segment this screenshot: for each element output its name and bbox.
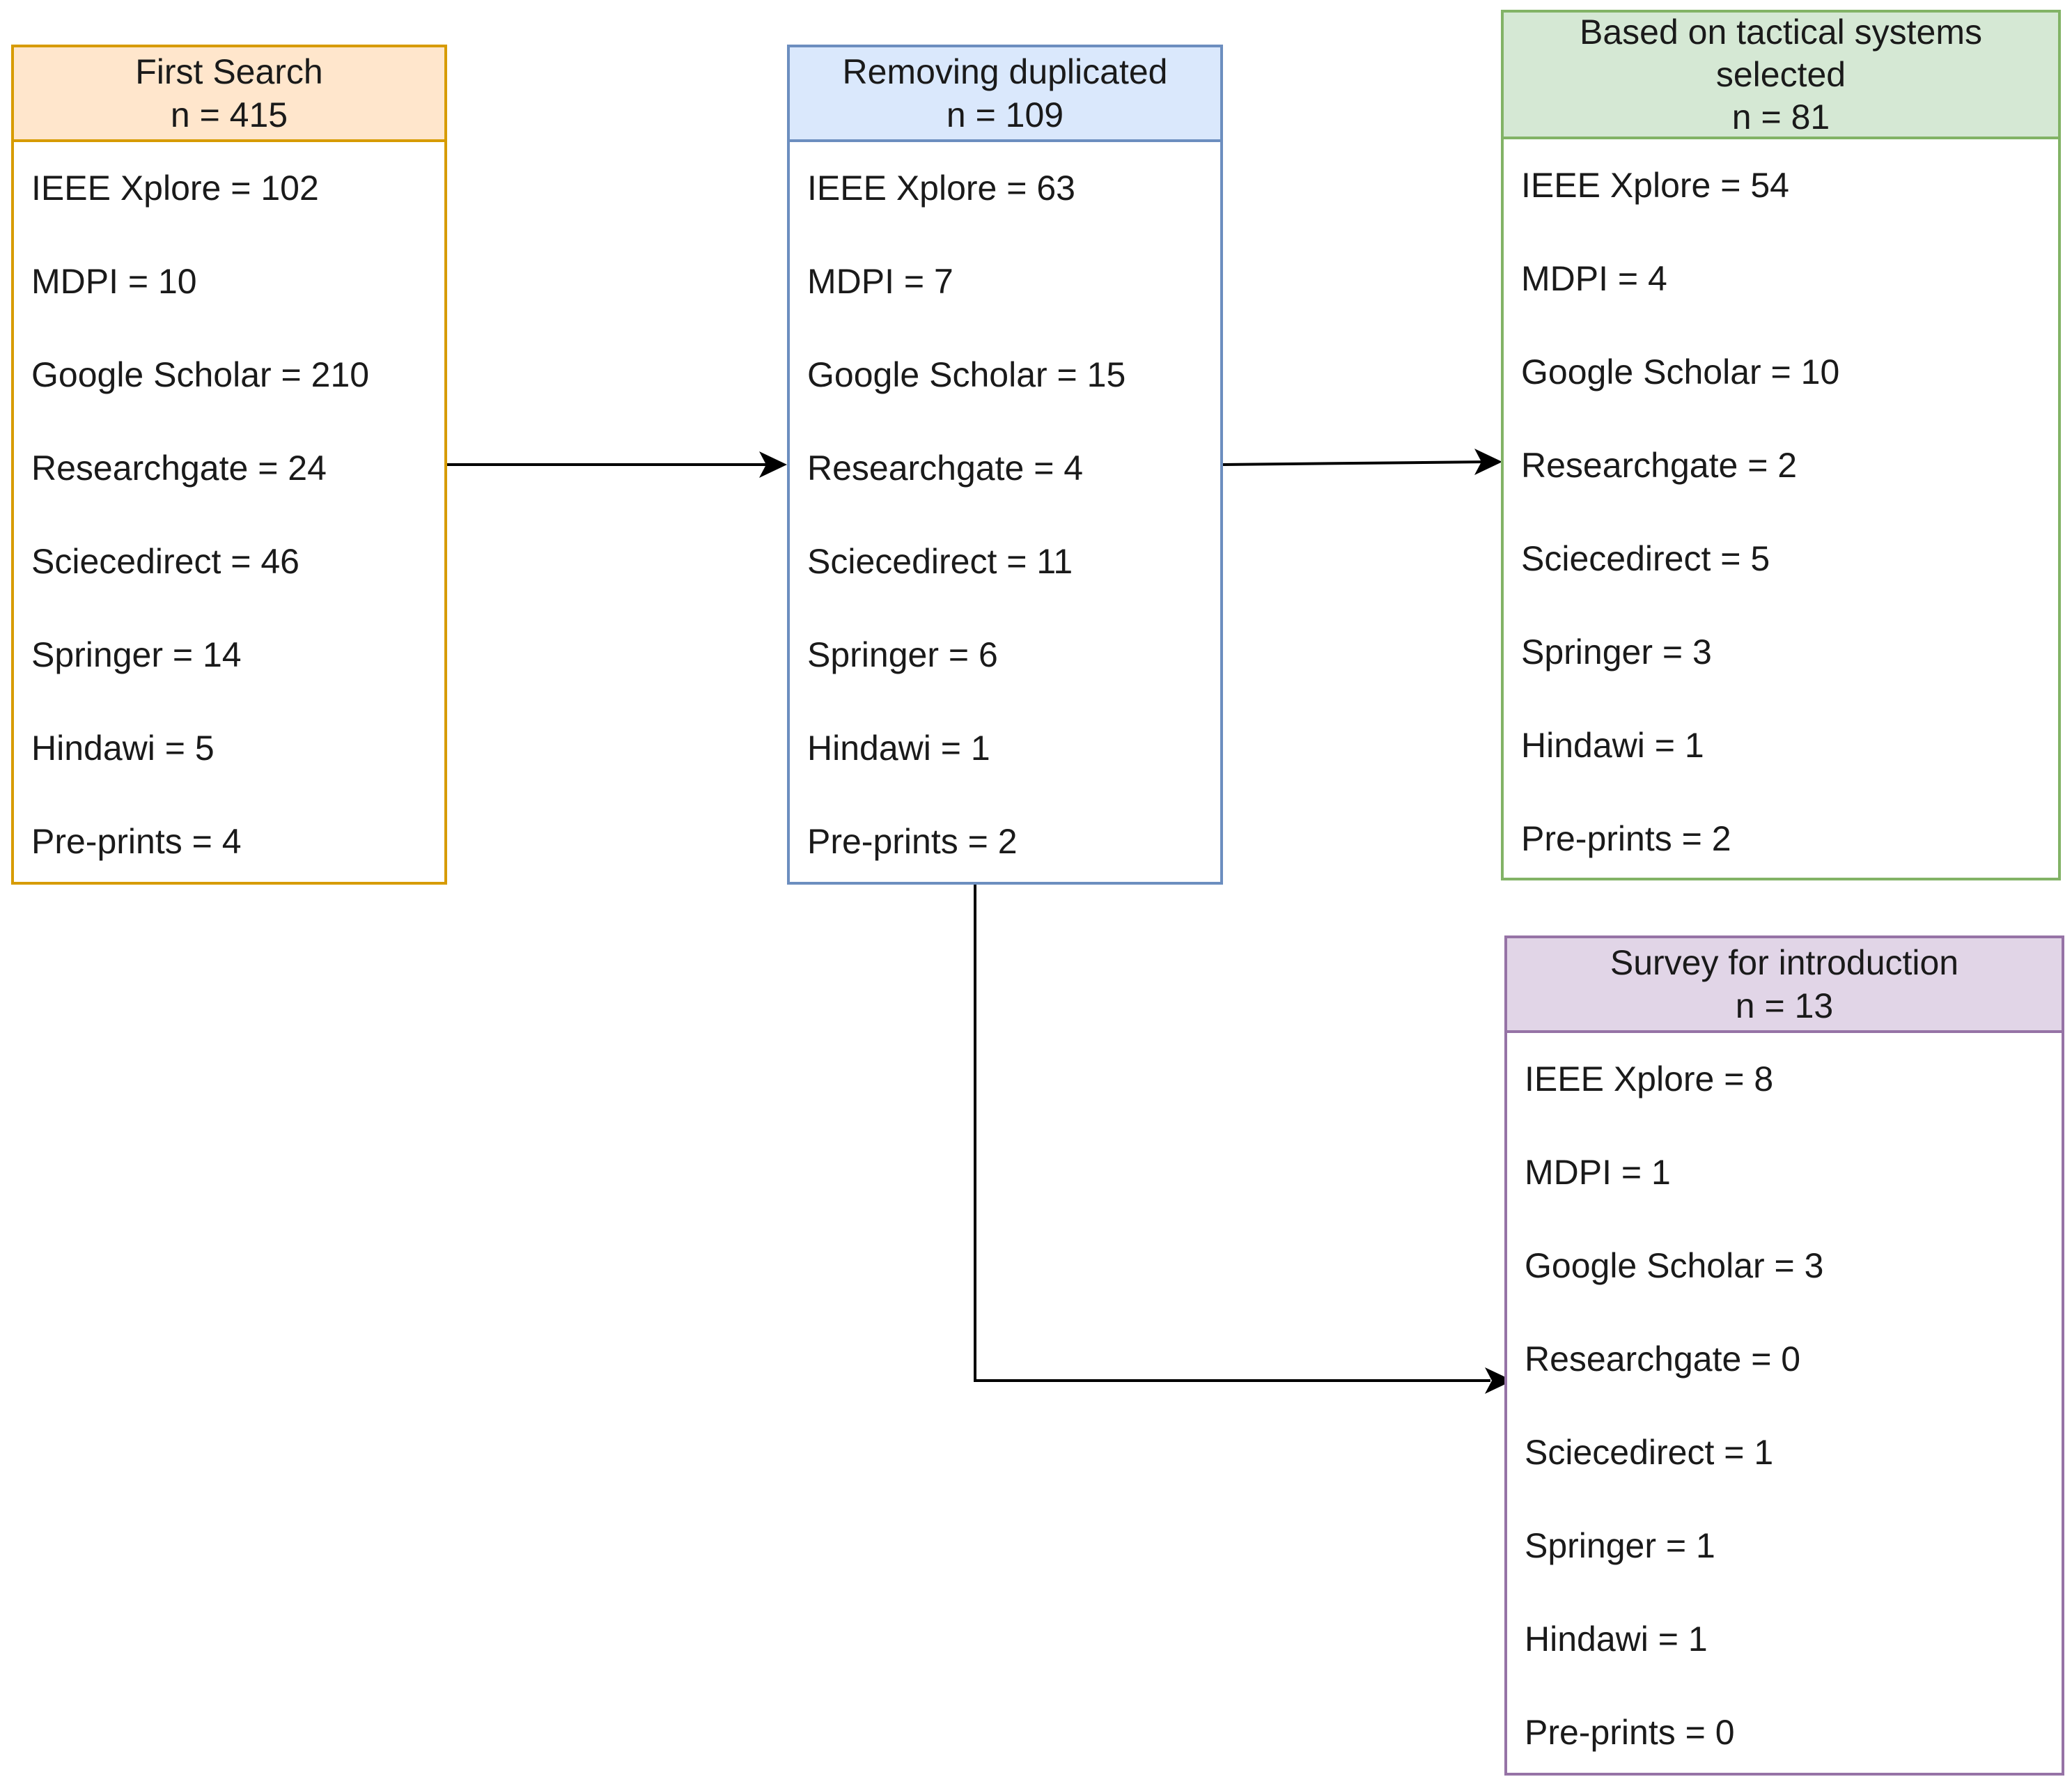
source-item-mdpi: MDPI = 4 (1521, 259, 1667, 298)
survey-introduction-count: n = 13 (1735, 986, 1834, 1025)
source-item-hindawi: Hindawi = 1 (1521, 726, 1704, 765)
first-search-box: First Search n = 415 IEEE Xplore = 102 M… (11, 45, 447, 885)
first-search-count: n = 415 (170, 95, 288, 134)
source-item-google-scholar: Google Scholar = 10 (1521, 352, 1840, 391)
source-item-pre-prints: Pre-prints = 2 (1521, 819, 1731, 858)
tactical-systems-title-line2: selected (1715, 54, 1846, 94)
source-item-researchgate: Researchgate = 0 (1525, 1340, 1801, 1379)
source-item-mdpi: MDPI = 7 (807, 262, 953, 301)
arrow-removing-duplicated-to-survey-introduction (974, 885, 1513, 1394)
removing-duplicated-count: n = 109 (946, 95, 1064, 134)
source-item-springer: Springer = 3 (1521, 632, 1712, 671)
source-item-springer: Springer = 14 (31, 635, 242, 674)
source-item-google-scholar: Google Scholar = 210 (31, 355, 370, 394)
removing-duplicated-header: Removing duplicated n = 109 (790, 47, 1220, 142)
source-item-google-scholar: Google Scholar = 15 (807, 355, 1126, 394)
removing-duplicated-title: Removing duplicated (842, 52, 1168, 91)
arrow-first-search-to-removing-duplicated (447, 451, 787, 478)
first-search-title: First Search (135, 52, 323, 91)
tactical-systems-title-line1: Based on tactical systems (1579, 12, 1983, 52)
source-item-researchgate: Researchgate = 4 (807, 449, 1084, 488)
first-search-header: First Search n = 415 (14, 47, 444, 142)
source-item-hindawi: Hindawi = 5 (31, 729, 215, 768)
source-item-sciencedirect: Sciecedirect = 46 (31, 542, 299, 581)
source-item-sciencedirect: Sciecedirect = 11 (807, 542, 1073, 581)
tactical-systems-header: Based on tactical systems selected n = 8… (1504, 13, 2058, 139)
tactical-systems-box: Based on tactical systems selected n = 8… (1501, 10, 2061, 880)
source-item-sciencedirect: Sciecedirect = 5 (1521, 539, 1770, 578)
source-item-hindawi: Hindawi = 1 (1525, 1620, 1708, 1659)
source-item-pre-prints: Pre-prints = 4 (31, 822, 242, 861)
survey-introduction-title: Survey for introduction (1610, 943, 1959, 982)
source-item-researchgate: Researchgate = 24 (31, 449, 327, 488)
arrow-removing-duplicated-to-tactical-systems (1222, 449, 1502, 475)
source-item-hindawi: Hindawi = 1 (807, 729, 990, 768)
source-item-pre-prints: Pre-prints = 0 (1525, 1713, 1735, 1752)
survey-introduction-box: Survey for introduction n = 13 IEEE Xplo… (1504, 935, 2064, 1776)
source-item-ieee-xplore: IEEE Xplore = 8 (1525, 1059, 1774, 1098)
source-item-springer: Springer = 6 (807, 635, 998, 674)
source-item-ieee-xplore: IEEE Xplore = 63 (807, 169, 1075, 208)
source-item-springer: Springer = 1 (1525, 1526, 1715, 1565)
removing-duplicated-box: Removing duplicated n = 109 IEEE Xplore … (787, 45, 1223, 885)
source-item-mdpi: MDPI = 10 (31, 262, 197, 301)
source-item-ieee-xplore: IEEE Xplore = 54 (1521, 166, 1789, 205)
source-item-sciencedirect: Sciecedirect = 1 (1525, 1433, 1774, 1472)
source-item-mdpi: MDPI = 1 (1525, 1153, 1671, 1192)
survey-introduction-header: Survey for introduction n = 13 (1507, 938, 2062, 1033)
source-item-researchgate: Researchgate = 2 (1521, 446, 1798, 485)
source-item-pre-prints: Pre-prints = 2 (807, 822, 1018, 861)
source-item-google-scholar: Google Scholar = 3 (1525, 1246, 1824, 1285)
source-item-ieee-xplore: IEEE Xplore = 102 (31, 169, 319, 208)
tactical-systems-count: n = 81 (1731, 97, 1830, 137)
